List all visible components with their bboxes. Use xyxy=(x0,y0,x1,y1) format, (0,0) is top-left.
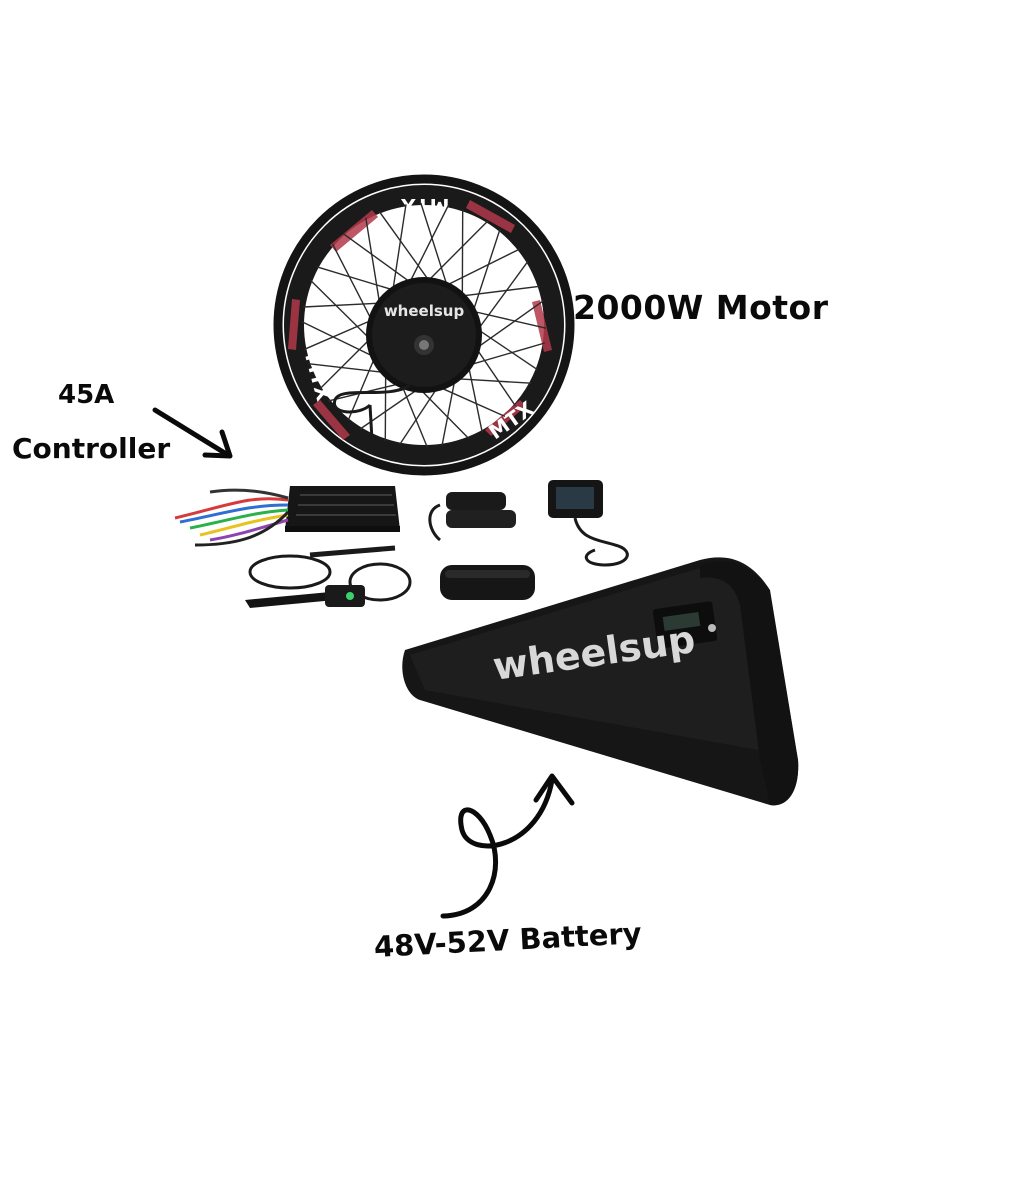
wheel-spoke xyxy=(316,266,400,293)
wheel-spoke xyxy=(473,260,529,336)
wheel-spoke xyxy=(467,309,547,329)
wheel-spoke xyxy=(399,381,442,445)
wheel-spoke xyxy=(304,317,378,350)
wheel-spoke xyxy=(440,248,520,289)
motor-wheel: MTX MTX MTX wheelsup xyxy=(273,174,575,476)
wheel-spoke xyxy=(472,325,538,371)
motor-label: 2000W Motor xyxy=(573,288,829,327)
wheel-spoke xyxy=(301,321,382,361)
wheel-spoke xyxy=(347,351,378,421)
controller-amp-label: 45A xyxy=(58,380,115,410)
wheel-spoke xyxy=(310,279,376,345)
wheel-spoke xyxy=(303,302,386,308)
wheel-spoke xyxy=(331,243,376,327)
lcd-display xyxy=(548,480,629,567)
wheel-spoke xyxy=(365,217,382,311)
wheel-spoke xyxy=(420,202,450,292)
small-controller-box xyxy=(440,565,535,600)
wheel-spoke xyxy=(391,204,407,297)
wheel-spoke xyxy=(448,377,532,384)
wheel-spoke xyxy=(423,220,489,286)
arrow-to-controller-icon xyxy=(152,407,233,459)
wheel-spoke xyxy=(470,300,544,353)
wheel-spoke xyxy=(456,285,540,298)
wheel-spoke xyxy=(414,383,470,439)
curly-arrow-to-battery-icon xyxy=(440,773,575,919)
wheel-spoke xyxy=(342,233,416,287)
controller-unit xyxy=(174,486,400,547)
wheel-spoke xyxy=(378,211,434,287)
brake-lever xyxy=(245,545,412,608)
controller-label: Controller xyxy=(12,432,171,465)
triangle-battery: wheelsup xyxy=(402,557,799,806)
wheel-spoke xyxy=(472,343,516,407)
wheel-spoke xyxy=(466,359,483,433)
wheel-spoke xyxy=(432,383,506,418)
wheel-spoke xyxy=(308,363,392,374)
wheel-spoke xyxy=(319,334,375,390)
wheel-spoke xyxy=(470,229,501,319)
wheel-spoke xyxy=(441,373,457,446)
throttle-grips xyxy=(428,492,516,542)
hub-logo: wheelsup xyxy=(384,302,465,320)
wheel-spoke xyxy=(462,342,545,368)
wheel-spoke xyxy=(406,205,449,289)
